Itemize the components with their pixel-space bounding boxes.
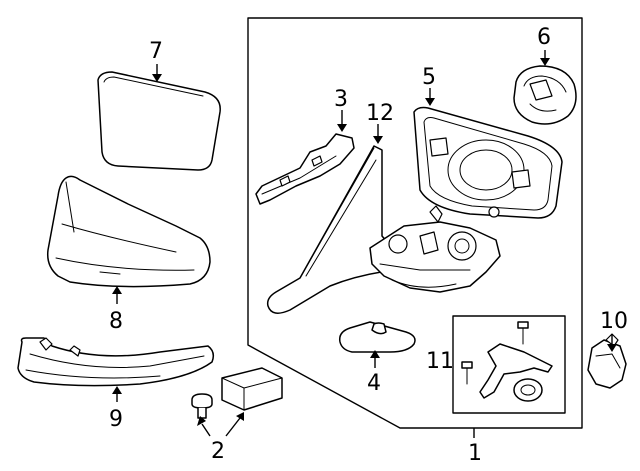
callout-labels: 7 8 9 2 3 12 5 6 4 11 10 1 — [109, 25, 628, 466]
hardware-subbox — [452, 315, 566, 414]
callout-2: 2 — [211, 439, 225, 464]
leader-lines — [112, 50, 617, 438]
callout-4: 4 — [367, 371, 381, 396]
part-screw-and-module — [191, 367, 283, 419]
part-hardware — [461, 321, 553, 402]
callout-1: 1 — [468, 441, 482, 466]
callout-8: 8 — [109, 309, 123, 334]
callout-10: 10 — [600, 309, 628, 334]
callout-9: 9 — [109, 407, 123, 432]
assembly-boundary — [247, 17, 583, 429]
callout-12: 12 — [366, 101, 394, 126]
part-bracket — [255, 133, 355, 205]
part-mirror-glass — [97, 71, 221, 171]
part-pad — [338, 321, 416, 353]
part-connector — [587, 333, 627, 389]
callout-6: 6 — [537, 25, 551, 50]
part-turn-signal — [17, 337, 215, 387]
part-motor-assembly — [369, 205, 501, 293]
part-actuator — [513, 65, 577, 125]
part-housing-frame — [413, 106, 563, 219]
part-mirror-cover — [46, 175, 211, 288]
callout-3: 3 — [334, 87, 348, 112]
callout-7: 7 — [149, 39, 163, 64]
part-mirror-base — [266, 145, 405, 314]
callout-11: 11 — [426, 349, 454, 374]
callout-5: 5 — [422, 65, 436, 90]
